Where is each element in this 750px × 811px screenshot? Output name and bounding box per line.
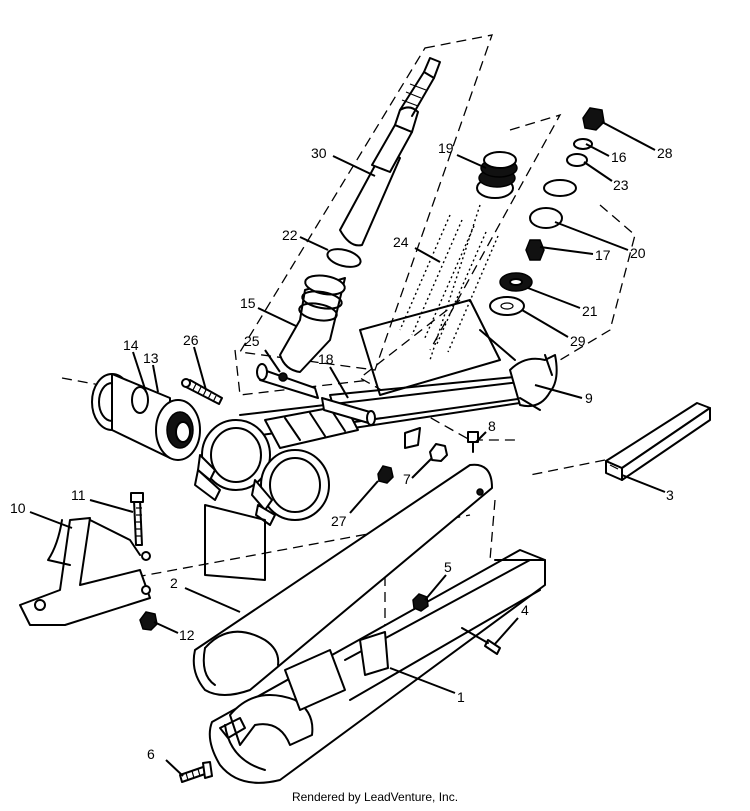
callout-17: 17 xyxy=(595,247,611,263)
callout-2: 2 xyxy=(170,575,178,591)
callout-14: 14 xyxy=(123,337,139,353)
footer-credit: Rendered by LeadVenture, Inc. xyxy=(291,790,459,804)
callout-8: 8 xyxy=(488,418,496,434)
callout-22: 22 xyxy=(282,227,298,243)
callout-11: 11 xyxy=(71,487,86,503)
part-26-bolt xyxy=(181,378,223,405)
part-2-chaincase-cover xyxy=(192,463,493,696)
callout-27: 27 xyxy=(331,513,347,529)
part-8-bolt xyxy=(467,431,479,453)
part-23-washer xyxy=(566,153,588,167)
callout-5: 5 xyxy=(444,559,452,575)
part-9-swingarm-frame xyxy=(239,299,558,449)
callout-29: 29 xyxy=(570,333,586,349)
callout-26: 26 xyxy=(183,332,199,348)
callout-labels: 1 2 3 4 5 6 7 8 9 10 11 12 13 14 15 16 1… xyxy=(10,140,674,762)
callout-23: 23 xyxy=(613,177,629,193)
part-13-14-axle-tube xyxy=(91,373,201,461)
part-11-bolt xyxy=(130,492,144,546)
callout-28: 28 xyxy=(657,145,673,161)
callout-16: 16 xyxy=(611,149,627,165)
part-5-nut xyxy=(412,593,429,612)
part-30-shock-absorber xyxy=(339,57,441,247)
leader-lines xyxy=(29,121,666,777)
callout-3: 3 xyxy=(666,487,674,503)
part-1-chaincase-housing xyxy=(208,549,546,784)
part-22-washer xyxy=(326,248,362,268)
callout-4: 4 xyxy=(521,602,529,618)
callout-1: 1 xyxy=(457,689,465,705)
callout-10: 10 xyxy=(10,500,26,516)
part-19-bushing xyxy=(476,151,518,199)
part-20-washer-lower xyxy=(529,207,563,229)
callout-12: 12 xyxy=(179,627,195,643)
callout-9: 9 xyxy=(585,390,593,406)
callout-6: 6 xyxy=(147,746,155,762)
clamp-rings xyxy=(194,419,330,526)
part-24-spring xyxy=(399,204,499,361)
part-3-square-tube xyxy=(605,402,711,481)
part-15-shock-lower-body xyxy=(279,274,346,373)
callout-24: 24 xyxy=(393,234,409,250)
part-12-nut xyxy=(139,611,158,631)
callout-21: 21 xyxy=(582,303,598,319)
callout-25: 25 xyxy=(244,333,260,349)
callout-7: 7 xyxy=(403,471,411,487)
part-7-nut xyxy=(429,443,448,462)
callout-13: 13 xyxy=(143,350,159,366)
part-28-nut xyxy=(582,107,605,131)
callout-18: 18 xyxy=(318,351,334,367)
part-25-pin xyxy=(256,363,319,399)
part-29-washer xyxy=(489,296,525,316)
part-4-bolt xyxy=(461,627,501,655)
part-6-bolt xyxy=(179,761,213,783)
part-27-nut xyxy=(377,465,394,484)
part-17-nut xyxy=(525,239,545,261)
part-16-lock-washer xyxy=(573,138,593,150)
callout-20: 20 xyxy=(630,245,646,261)
mount-plate xyxy=(204,504,266,581)
part-18-shaft xyxy=(321,397,376,426)
callout-30: 30 xyxy=(311,145,327,161)
part-10-brake-bracket xyxy=(19,517,151,626)
callout-19: 19 xyxy=(438,140,454,156)
part-20-washer-upper xyxy=(543,179,577,197)
callout-15: 15 xyxy=(240,295,256,311)
